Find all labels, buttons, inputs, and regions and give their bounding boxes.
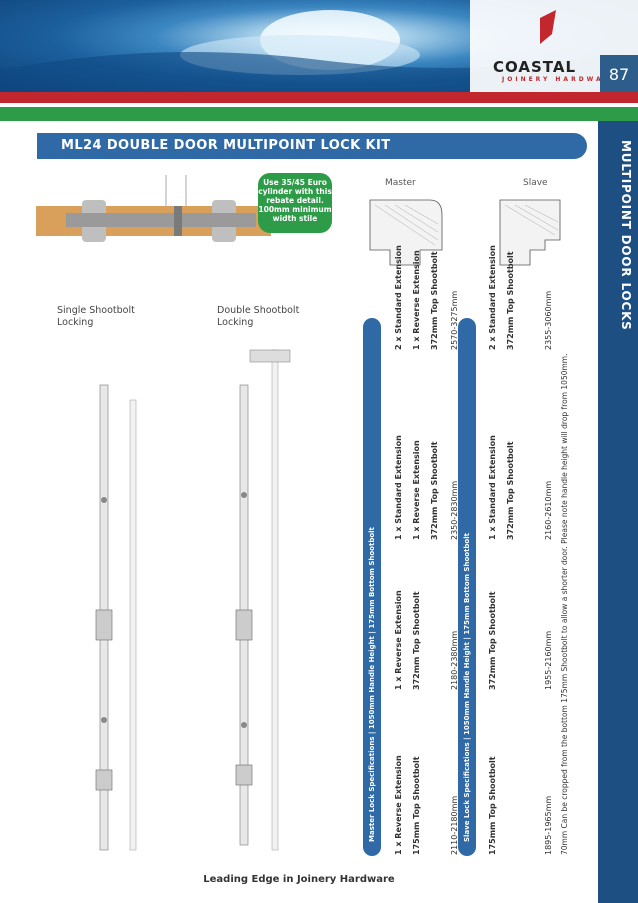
- master_specs-col1-line1: 1 x Reverse Extension: [394, 755, 403, 855]
- wave-graphic: [0, 0, 638, 92]
- page-title: ML24 DOUBLE DOOR MULTIPOINT LOCK KIT: [61, 138, 391, 153]
- master_specs-col2-range: 2180-2380mm: [450, 630, 459, 690]
- single-shootbolt-label: Single Shootbolt Locking: [57, 305, 135, 328]
- slave_specs-col3-line2: 372mm Top Shootbolt: [506, 441, 515, 540]
- master_specs-col3-line3: 372mm Top Shootbolt: [430, 441, 439, 540]
- master_specs-col4-line3: 372mm Top Shootbolt: [430, 251, 439, 350]
- master_specs-col4-line2: 1 x Reverse Extension: [412, 250, 421, 350]
- double-shootbolt-drawing: [235, 349, 291, 851]
- rebate-note-badge: Use 35/45 Euro cylinder with this rebate…: [258, 173, 332, 233]
- master_specs-col4-range: 2570-3275mm: [450, 290, 459, 350]
- master_specs-col3-line1: 1 x Standard Extension: [394, 435, 403, 540]
- master_specs-col1-range: 2110-2180mm: [450, 795, 459, 855]
- slave_specs-col2-range: 1955-2160mm: [544, 630, 553, 690]
- slave_specs-col3-range: 2160-2610mm: [544, 480, 553, 540]
- master-spec-heading-bar: Master Lock Specifications | 1050mm Hand…: [363, 318, 381, 856]
- green-stripe: [0, 107, 638, 121]
- slave_specs-col1-range: 1895-1965mm: [544, 795, 553, 855]
- slave_specs-col2-line1: 372mm Top Shootbolt: [488, 591, 497, 690]
- logo-icon: [540, 10, 556, 44]
- double-shootbolt-label: Double Shootbolt Locking: [217, 305, 300, 328]
- master-spec-heading: Master Lock Specifications | 1050mm Hand…: [368, 527, 376, 842]
- master_specs-col3-range: 2350-2830mm: [450, 480, 459, 540]
- master_specs-col1-line2: 175mm Top Shootbolt: [412, 756, 421, 855]
- door-section-drawing: [36, 175, 271, 242]
- slave-spec-heading: Slave Lock Specifications | 1050mm Handl…: [463, 533, 471, 842]
- sidebar-label: MULTIPOINT DOOR LOCKS: [619, 140, 633, 331]
- slave-profile-drawing: [499, 199, 561, 266]
- master-profile-label: Master: [385, 178, 416, 188]
- master_specs-col2-line2: 372mm Top Shootbolt: [412, 591, 421, 690]
- page-number: 87: [600, 55, 638, 93]
- slave_specs-col3-line1: 1 x Standard Extension: [488, 435, 497, 540]
- master_specs-col4-line1: 2 x Standard Extension: [394, 245, 403, 350]
- cropping-note: 70mm Can be cropped from the bottom 175m…: [560, 353, 569, 855]
- slave-spec-heading-bar: Slave Lock Specifications | 1050mm Handl…: [458, 318, 476, 856]
- brand-subtitle: JOINERY HARDWARE: [502, 76, 619, 83]
- page-title-bar: ML24 DOUBLE DOOR MULTIPOINT LOCK KIT: [37, 133, 587, 159]
- footer-tagline: Leading Edge in Joinery Hardware: [203, 874, 395, 885]
- header-wave-image: [0, 0, 638, 92]
- slave_specs-col4-line2: 372mm Top Shootbolt: [506, 251, 515, 350]
- slave_specs-col1-line1: 175mm Top Shootbolt: [488, 756, 497, 855]
- section-sidebar: [598, 121, 638, 903]
- master_specs-col3-line2: 1 x Reverse Extension: [412, 440, 421, 540]
- master_specs-col2-line1: 1 x Reverse Extension: [394, 590, 403, 690]
- single-shootbolt-drawing: [95, 384, 137, 851]
- slave_specs-col4-range: 2355-3060mm: [544, 290, 553, 350]
- master-profile-drawing: [369, 199, 443, 266]
- slave_specs-col4-line1: 2 x Standard Extension: [488, 245, 497, 350]
- red-stripe: [0, 92, 638, 103]
- white-stripe: [0, 103, 638, 107]
- slave-profile-label: Slave: [523, 178, 548, 188]
- brand-logo-text: COASTAL: [493, 58, 577, 76]
